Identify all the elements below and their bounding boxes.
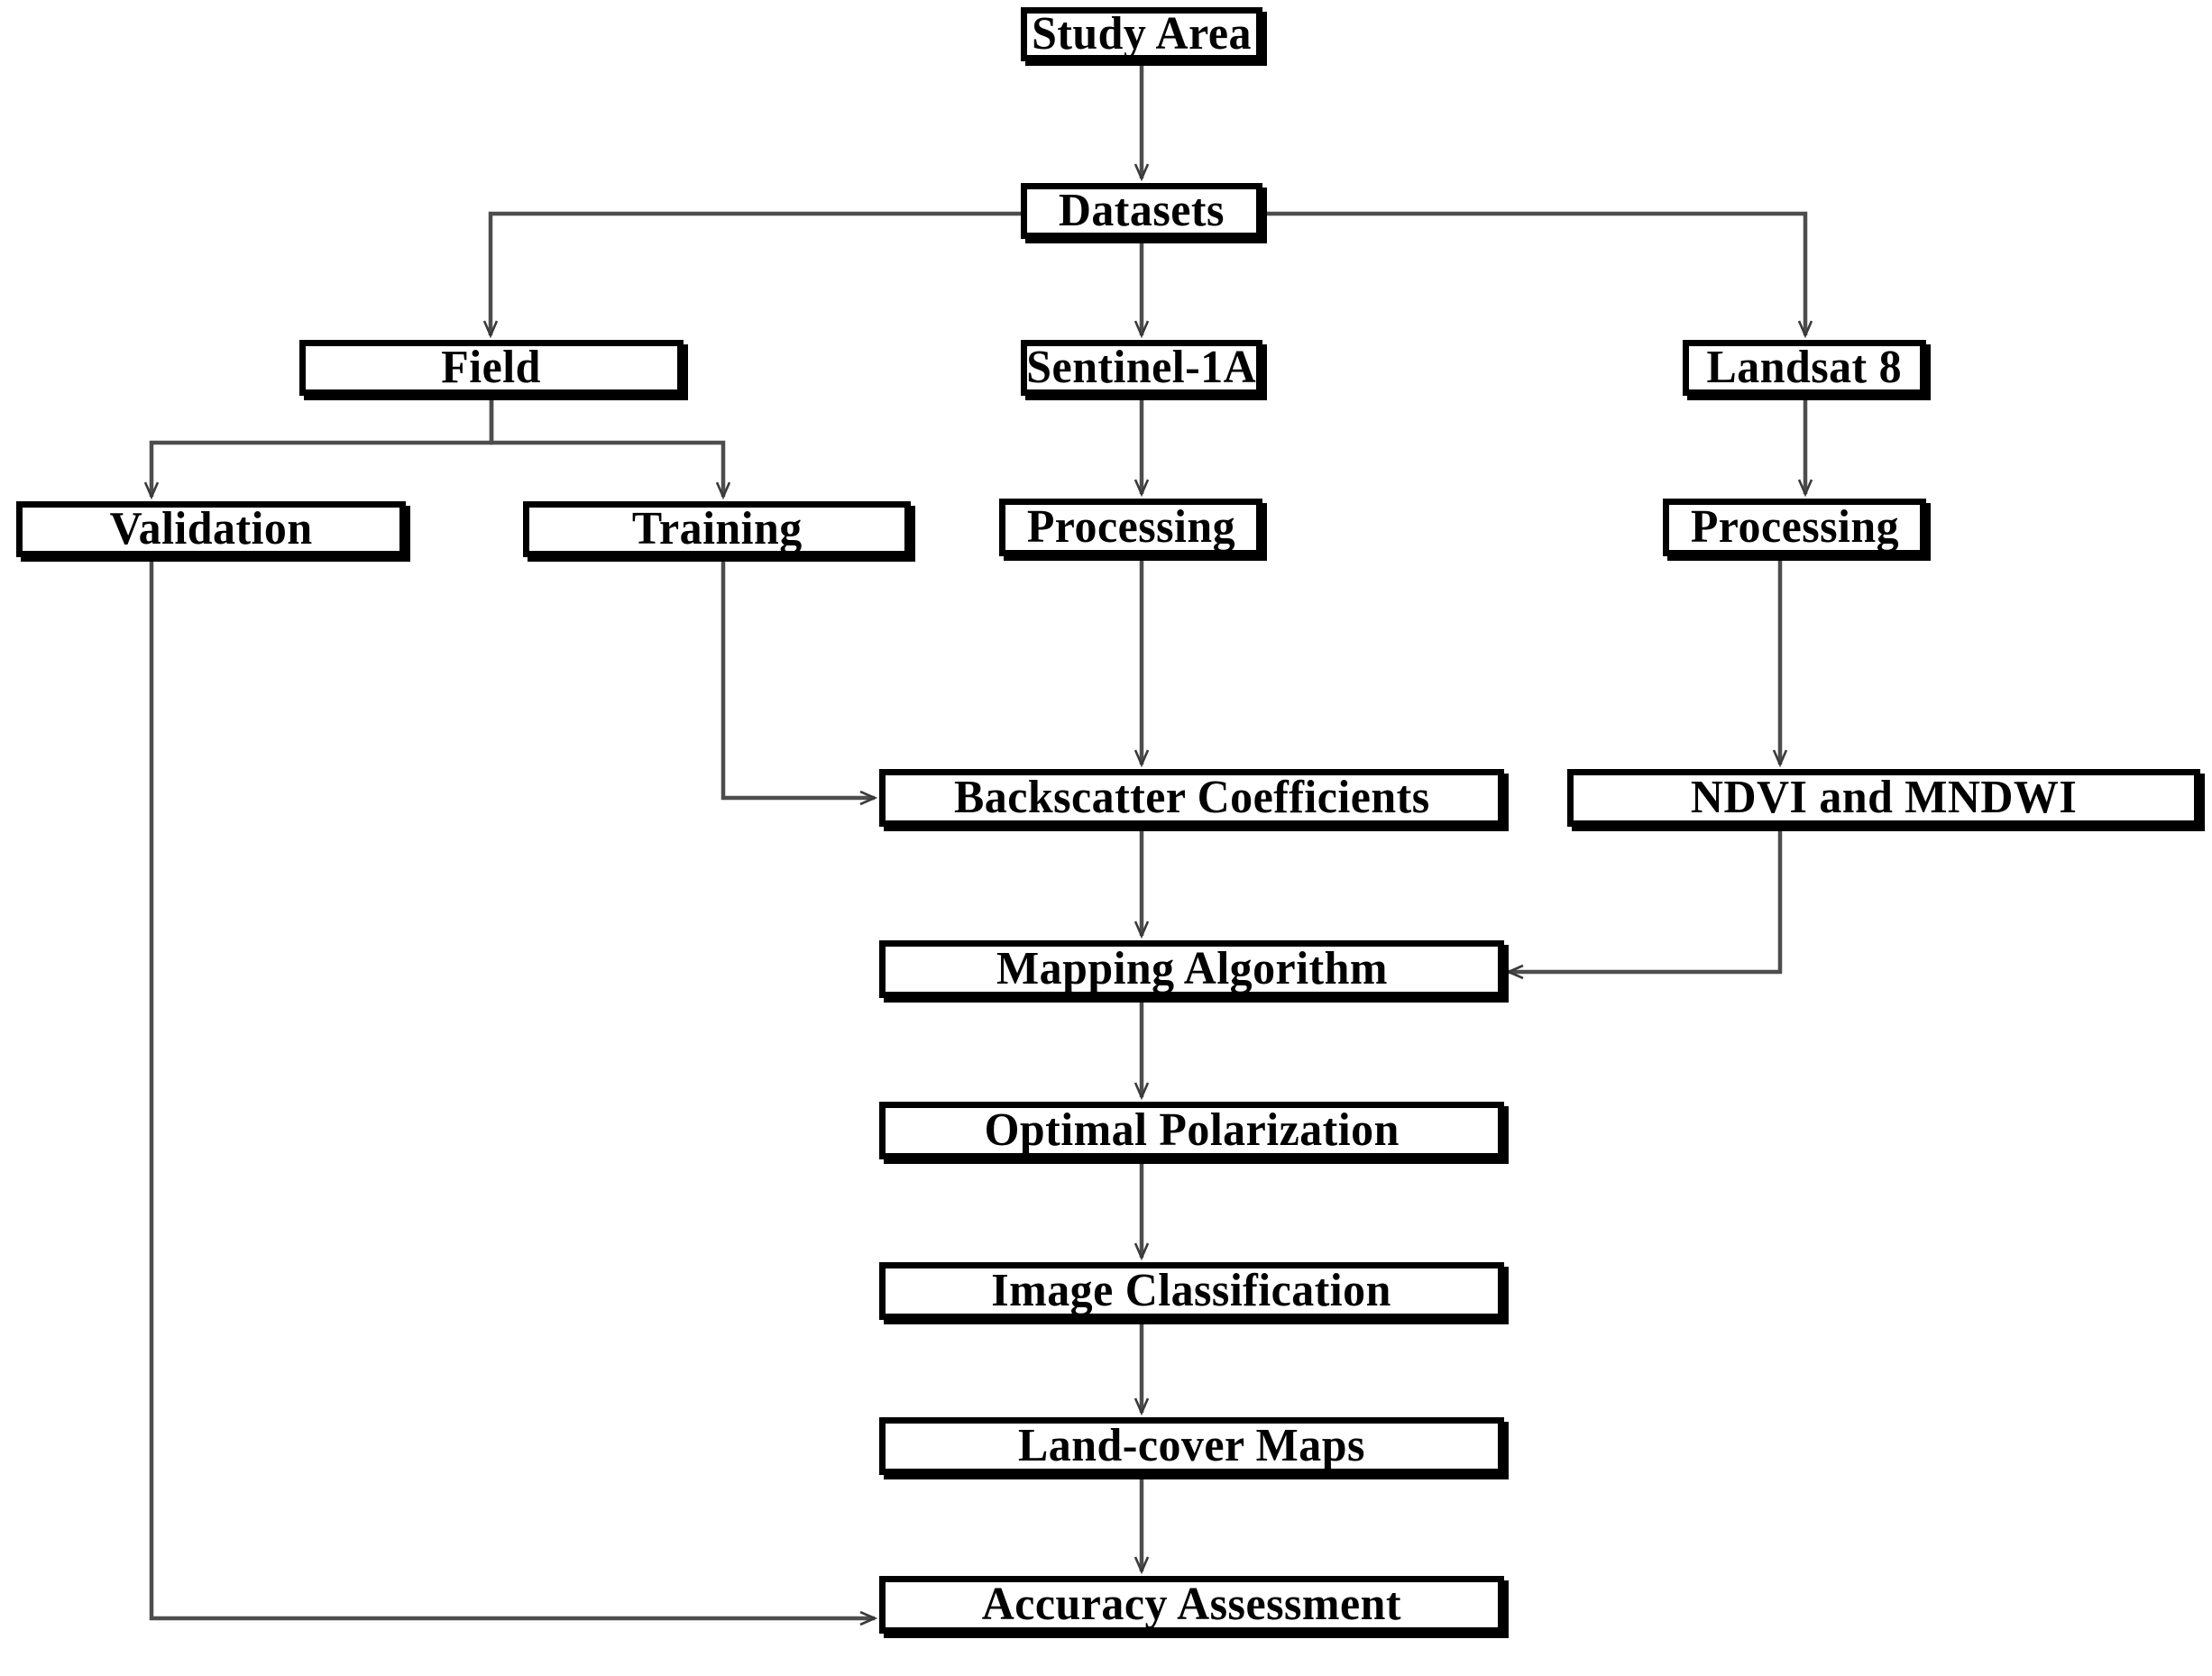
node-ndvi-and-mndwi[interactable]: NDVI and MNDWI — [1567, 769, 2200, 827]
node-label: Mapping Algorithm — [996, 943, 1388, 994]
node-validation[interactable]: Validation — [16, 501, 406, 557]
node-sentinel-1a[interactable]: Sentinel-1A — [1021, 340, 1262, 396]
node-label: Optimal Polarization — [984, 1104, 1400, 1156]
edge-datasets-to-landsat — [1262, 211, 1805, 335]
node-optimal-polarization[interactable]: Optimal Polarization — [879, 1102, 1504, 1159]
node-label: Land-cover Maps — [1018, 1420, 1365, 1471]
node-datasets[interactable]: Datasets — [1021, 183, 1262, 239]
edge-validation-to-accuracy — [149, 557, 875, 1618]
node-label: Processing — [1026, 501, 1235, 553]
node-processing-sentinel[interactable]: Processing — [999, 499, 1262, 556]
edge-field-to-validation — [151, 396, 494, 497]
edge-field-to-training — [489, 396, 723, 497]
node-label: Processing — [1690, 501, 1899, 553]
node-label: Sentinel-1A — [1026, 342, 1257, 393]
node-label: Accuracy Assessment — [981, 1579, 1402, 1630]
node-training[interactable]: Training — [523, 501, 911, 557]
node-label: Backscatter Coefficients — [953, 772, 1430, 823]
node-label: Landsat 8 — [1706, 342, 1903, 393]
edge-ndvi-to-mapping — [1509, 827, 1783, 972]
node-land-cover-maps[interactable]: Land-cover Maps — [879, 1417, 1504, 1475]
node-landsat-8[interactable]: Landsat 8 — [1683, 340, 1926, 396]
node-label: NDVI and MNDWI — [1690, 772, 2078, 823]
node-label: Training — [631, 503, 803, 554]
edge-paths — [151, 61, 1805, 1618]
edge-datasets-to-field — [491, 211, 1021, 335]
node-study-area[interactable]: Study Area — [1021, 7, 1262, 61]
node-label: Study Area — [1032, 8, 1252, 60]
node-label: Validation — [109, 503, 313, 554]
node-image-classification[interactable]: Image Classification — [879, 1262, 1504, 1320]
node-label: Image Classification — [991, 1265, 1392, 1316]
node-label: Field — [441, 342, 542, 393]
node-mapping-algorithm[interactable]: Mapping Algorithm — [879, 940, 1504, 998]
node-backscatter-coefficients[interactable]: Backscatter Coefficients — [879, 769, 1504, 827]
edge-training-to-backscatter — [721, 557, 875, 798]
node-accuracy-assessment[interactable]: Accuracy Assessment — [879, 1576, 1504, 1634]
node-processing-landsat[interactable]: Processing — [1663, 499, 1926, 556]
node-field[interactable]: Field — [299, 340, 684, 396]
node-label: Datasets — [1058, 185, 1225, 236]
